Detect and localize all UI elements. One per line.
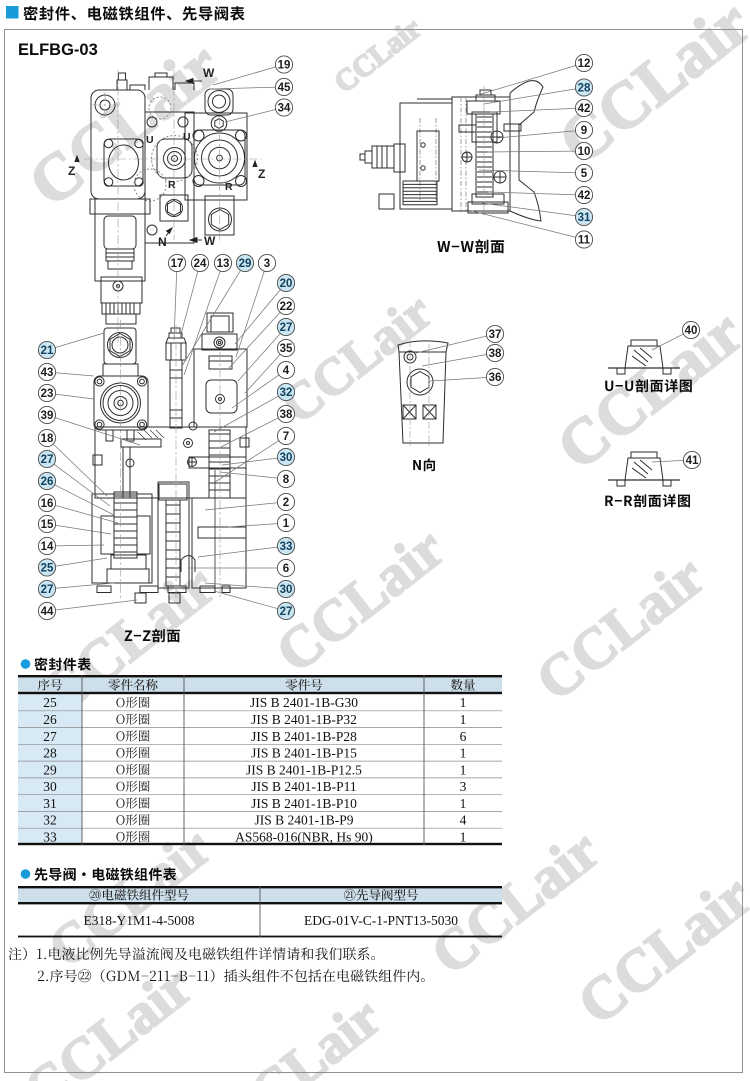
svg-text:U: U — [183, 131, 191, 143]
svg-text:38: 38 — [280, 409, 293, 421]
svg-text:JIS B 2401-1B-P11: JIS B 2401-1B-P11 — [251, 779, 356, 794]
svg-text:1: 1 — [283, 518, 290, 530]
svg-text:41: 41 — [686, 455, 699, 467]
svg-text:44: 44 — [41, 606, 54, 618]
svg-text:JIS B 2401-1B-P28: JIS B 2401-1B-P28 — [251, 729, 357, 744]
svg-text:25: 25 — [43, 695, 57, 710]
svg-text:8: 8 — [283, 474, 290, 486]
svg-text:JIS B 2401-1B-P32: JIS B 2401-1B-P32 — [251, 712, 357, 727]
svg-text:27: 27 — [41, 454, 54, 466]
svg-text:23: 23 — [41, 388, 54, 400]
svg-text:JIS B 2401-1B-P12.5: JIS B 2401-1B-P12.5 — [246, 762, 362, 777]
svg-text:30: 30 — [280, 452, 293, 464]
svg-text:9: 9 — [581, 125, 587, 137]
svg-text:27: 27 — [43, 729, 57, 744]
svg-text:27: 27 — [41, 584, 54, 596]
svg-text:29: 29 — [43, 762, 57, 777]
svg-text:36: 36 — [489, 372, 502, 384]
svg-text:12: 12 — [578, 58, 591, 70]
svg-text:Z: Z — [68, 164, 75, 178]
svg-text:28: 28 — [43, 746, 57, 761]
svg-text:1: 1 — [460, 746, 467, 761]
svg-text:W: W — [203, 66, 215, 80]
svg-text:U: U — [146, 134, 154, 146]
svg-text:26: 26 — [41, 476, 54, 488]
svg-text:39: 39 — [41, 410, 54, 422]
svg-text:E318-Y1M1-4-5008: E318-Y1M1-4-5008 — [84, 913, 195, 928]
svg-text:15: 15 — [41, 519, 54, 531]
svg-text:17: 17 — [171, 258, 184, 270]
svg-text:31: 31 — [43, 796, 57, 811]
svg-text:16: 16 — [41, 498, 54, 510]
svg-text:24: 24 — [194, 258, 207, 270]
svg-text:JIS B 2401-1B-P15: JIS B 2401-1B-P15 — [251, 746, 357, 761]
svg-text:13: 13 — [217, 258, 230, 270]
svg-text:1: 1 — [460, 695, 467, 710]
svg-text:2: 2 — [283, 497, 289, 509]
svg-text:42: 42 — [578, 103, 591, 115]
svg-text:32: 32 — [43, 813, 57, 828]
svg-text:1: 1 — [460, 796, 467, 811]
svg-text:30: 30 — [280, 584, 293, 596]
svg-text:JIS B 2401-1B-G30: JIS B 2401-1B-G30 — [250, 695, 358, 710]
svg-text:14: 14 — [41, 541, 54, 553]
svg-text:ELFBG-03: ELFBG-03 — [18, 41, 98, 59]
svg-text:1: 1 — [460, 829, 467, 844]
svg-text:35: 35 — [280, 343, 293, 355]
svg-text:EDG-01V-C-1-PNT13-5030: EDG-01V-C-1-PNT13-5030 — [304, 913, 458, 928]
svg-text:1: 1 — [460, 762, 467, 777]
svg-text:4: 4 — [283, 365, 290, 377]
svg-text:18: 18 — [41, 433, 54, 445]
svg-text:22: 22 — [280, 301, 293, 313]
svg-text:6: 6 — [283, 563, 289, 575]
svg-text:R: R — [225, 181, 233, 193]
svg-text:40: 40 — [685, 325, 698, 337]
svg-text:33: 33 — [280, 541, 293, 553]
svg-text:28: 28 — [578, 83, 591, 95]
svg-text:27: 27 — [280, 322, 293, 334]
svg-text:R: R — [168, 179, 176, 191]
svg-text:3: 3 — [264, 258, 270, 270]
svg-text:45: 45 — [278, 82, 291, 94]
svg-text:25: 25 — [41, 563, 54, 575]
svg-text:JIS B 2401-1B-P10: JIS B 2401-1B-P10 — [251, 796, 357, 811]
svg-text:AS568-016(NBR, Hs 90): AS568-016(NBR, Hs 90) — [235, 829, 373, 844]
svg-text:26: 26 — [43, 712, 57, 727]
svg-text:1: 1 — [460, 712, 467, 727]
svg-text:4: 4 — [460, 813, 467, 828]
svg-text:19: 19 — [278, 60, 291, 72]
svg-text:11: 11 — [578, 235, 591, 247]
svg-text:3: 3 — [460, 779, 467, 794]
svg-text:38: 38 — [489, 348, 502, 360]
svg-text:27: 27 — [280, 606, 293, 618]
svg-text:Z: Z — [258, 167, 265, 181]
svg-text:W: W — [204, 234, 216, 248]
svg-text:29: 29 — [239, 258, 252, 270]
svg-text:37: 37 — [489, 329, 502, 341]
svg-text:32: 32 — [280, 387, 293, 399]
svg-text:20: 20 — [280, 278, 293, 290]
svg-text:5: 5 — [581, 168, 588, 180]
svg-text:30: 30 — [43, 779, 57, 794]
svg-text:21: 21 — [41, 345, 54, 357]
svg-text:6: 6 — [460, 729, 467, 744]
svg-text:10: 10 — [578, 146, 591, 158]
svg-text:7: 7 — [283, 431, 289, 443]
svg-text:34: 34 — [278, 103, 291, 115]
svg-text:33: 33 — [43, 829, 57, 844]
svg-text:43: 43 — [41, 367, 54, 379]
svg-text:42: 42 — [578, 190, 591, 202]
svg-text:31: 31 — [578, 212, 591, 224]
svg-text:JIS B 2401-1B-P9: JIS B 2401-1B-P9 — [254, 813, 353, 828]
svg-text:N: N — [158, 235, 167, 249]
